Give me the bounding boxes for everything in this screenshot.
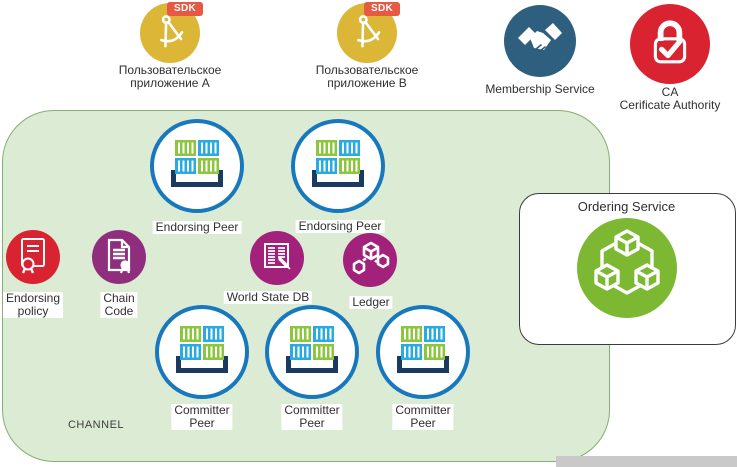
- user-app-b-label: Пользовательское приложение B: [315, 63, 419, 90]
- blockchain-icon: [350, 238, 390, 283]
- committer-peer-1-label: Committer Peer: [171, 404, 233, 430]
- user-app-a-label: Пользовательское приложение A: [118, 63, 222, 90]
- certificate-authority-label: CA Cerificate Authority: [619, 85, 721, 112]
- cubes-cluster-icon: [586, 225, 668, 312]
- ledger-node: [343, 233, 397, 287]
- lock-check-icon: [647, 18, 693, 71]
- table-pencil-icon: [259, 238, 295, 279]
- containers-icon: [394, 325, 452, 380]
- endorsing-peer-1-node: [150, 119, 244, 213]
- committer-peer-2-label: Committer Peer: [281, 404, 343, 430]
- containers-icon: [309, 139, 367, 194]
- handshake-icon: [516, 18, 564, 65]
- committer-peer-3-node: [376, 305, 470, 399]
- endorsing-peer-1-label: Endorsing Peer: [152, 221, 242, 234]
- compass-icon: [152, 12, 188, 55]
- membership-service-label: Membership Service: [485, 82, 595, 96]
- ordering-service-node: [577, 218, 677, 318]
- endorsing-peer-2-label: Endorsing Peer: [295, 220, 385, 233]
- compass-icon: [349, 12, 385, 55]
- committer-peer-3-label: Committer Peer: [392, 404, 454, 430]
- endorsing-peer-2-node: [291, 119, 385, 213]
- world-state-db-label: World State DB: [223, 291, 313, 304]
- endorsing-policy-node: [6, 230, 60, 284]
- channel-label: CHANNEL: [67, 419, 125, 431]
- ordering-service-label: Ordering Service: [577, 199, 676, 214]
- ledger-label: Ledger: [349, 296, 393, 309]
- endorsing-policy-label: Endorsing policy: [2, 292, 64, 318]
- sdk-badge-b: SDK: [364, 2, 401, 16]
- committer-peer-2-node: [265, 305, 359, 399]
- world-state-db-node: [250, 231, 304, 285]
- chain-code-label: Chain Code: [100, 292, 138, 318]
- certificate-authority-node: [630, 4, 710, 84]
- horizontal-scrollbar[interactable]: [556, 456, 737, 467]
- certificate-icon: [15, 236, 51, 279]
- committer-peer-1-node: [155, 305, 249, 399]
- containers-icon: [168, 139, 226, 194]
- membership-service-node: [504, 5, 576, 77]
- containers-icon: [173, 325, 231, 380]
- sdk-badge-a: SDK: [167, 2, 204, 16]
- containers-icon: [283, 325, 341, 380]
- document-seal-icon: [102, 236, 136, 279]
- chain-code-node: [92, 230, 146, 284]
